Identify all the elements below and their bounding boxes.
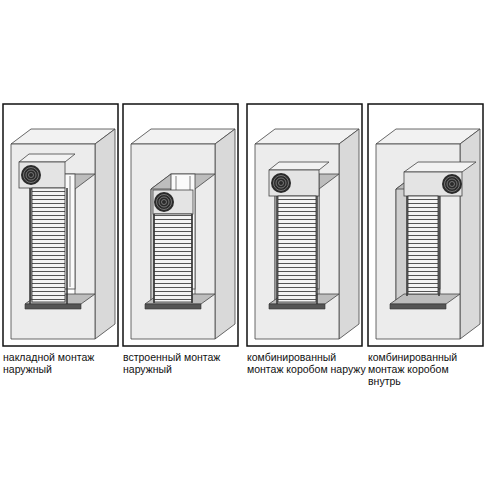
caption-label: накладной монтаж наружный: [3, 351, 123, 375]
caption-label: комбинированный монтаж коробом наружу: [247, 351, 367, 375]
caption-label: комбинированный монтаж коробом внутрь: [368, 351, 480, 387]
caption-label: встроенный монтаж наружный: [123, 351, 243, 375]
